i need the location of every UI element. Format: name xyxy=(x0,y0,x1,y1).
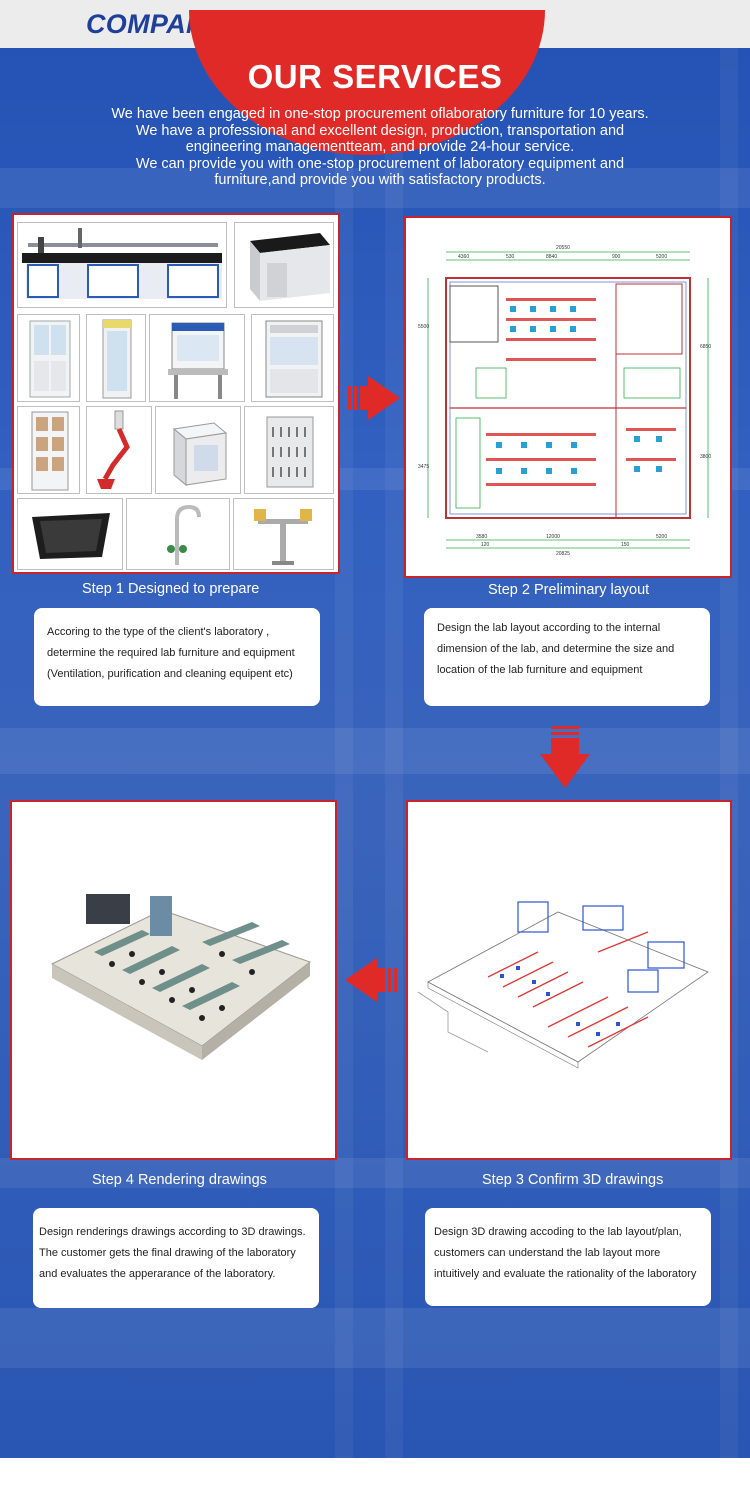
services-intro: We have been engaged in one-stop procure… xyxy=(90,106,670,189)
intro-line: furniture,and provide you with satisfact… xyxy=(214,172,546,188)
svg-text:4360: 4360 xyxy=(458,254,469,260)
lab-sink-image xyxy=(17,498,123,570)
intro-line: engineering managementteam, and provide … xyxy=(185,139,575,155)
step4-label: Step 4 Rendering drawings xyxy=(92,1172,267,1188)
svg-text:20825: 20825 xyxy=(556,551,570,557)
footer-space xyxy=(0,1458,750,1501)
lab-faucet-image xyxy=(126,498,230,570)
step4-rendering-image xyxy=(10,800,337,1160)
intro-line: We can provide you with one-stop procure… xyxy=(135,155,625,172)
services-title: OUR SERVICES xyxy=(247,58,503,95)
arrow-right-icon xyxy=(348,376,400,420)
svg-text:150: 150 xyxy=(621,542,630,548)
step1-description-card: Accoring to the type of the client's lab… xyxy=(34,608,320,706)
extraction-arm-image xyxy=(86,406,152,494)
eyewash-image xyxy=(233,498,334,570)
step3-label: Step 3 Confirm 3D drawings xyxy=(482,1172,664,1188)
step4-text-line: Design renderings drawings according to … xyxy=(39,1226,306,1238)
svg-text:900: 900 xyxy=(612,254,621,260)
lab-bench-image xyxy=(17,222,227,308)
intro-line: We have a professional and excellent des… xyxy=(135,122,625,139)
arrow-left-icon xyxy=(345,958,397,1002)
svg-text:5500: 5500 xyxy=(418,324,429,330)
step2-floor-plan: 20550 4360 530 8840 900 5200 3580 12000 … xyxy=(404,216,732,578)
step1-text-line: Accoring to the type of the client's lab… xyxy=(47,626,270,638)
svg-text:3580: 3580 xyxy=(476,534,487,540)
step1-product-collage xyxy=(12,213,340,574)
storage-cabinet-image xyxy=(17,406,80,494)
step3-text-line: Design 3D drawing accoding to the lab la… xyxy=(434,1226,682,1238)
svg-text:6850: 6850 xyxy=(700,344,711,350)
step1-label: Step 1 Designed to prepare xyxy=(82,581,260,597)
step2-text-line: dimension of the lab, and determine the … xyxy=(437,643,675,655)
step3-description-card: Design 3D drawing accoding to the lab la… xyxy=(425,1208,711,1306)
step2-description-card: Design the lab layout according to the i… xyxy=(424,608,710,706)
svg-text:3800: 3800 xyxy=(700,454,711,460)
intro-line: We have been engaged in one-stop procure… xyxy=(111,106,649,122)
svg-text:8840: 8840 xyxy=(546,254,557,260)
svg-text:5200: 5200 xyxy=(656,254,667,260)
balance-table-image xyxy=(234,222,334,308)
fume-hood-image xyxy=(251,314,334,402)
arrow-down-icon xyxy=(540,726,590,788)
step4-text-line: The customer gets the final drawing of t… xyxy=(39,1247,296,1259)
svg-text:12000: 12000 xyxy=(546,534,560,540)
step3-text-line: customers can understand the lab layout … xyxy=(434,1247,661,1259)
step3-text-line: intuitively and evaluate the rationality… xyxy=(434,1268,697,1280)
reagent-cabinet-image xyxy=(17,314,80,402)
step2-text-line: Design the lab layout according to the i… xyxy=(437,622,661,634)
svg-text:120: 120 xyxy=(481,542,490,548)
step3-3d-drawing xyxy=(406,800,732,1160)
step2-label: Step 2 Preliminary layout xyxy=(488,582,650,598)
biosafety-cabinet-image xyxy=(149,314,245,402)
step4-text-line: and evaluates the apperarance of the lab… xyxy=(39,1268,276,1280)
svg-text:5200: 5200 xyxy=(656,534,667,540)
svg-text:20550: 20550 xyxy=(556,245,570,251)
svg-text:530: 530 xyxy=(506,254,515,260)
step1-text-line: (Ventilation, purification and cleaning … xyxy=(47,668,293,680)
step2-text-line: location of the lab furniture and equipm… xyxy=(437,664,643,676)
svg-text:3475: 3475 xyxy=(418,464,429,470)
step4-description-card: Design renderings drawings according to … xyxy=(33,1208,319,1308)
vessel-cabinet-image xyxy=(86,314,146,402)
pass-box-image xyxy=(155,406,241,494)
drying-rack-image xyxy=(244,406,334,494)
step1-text-line: determine the required lab furniture and… xyxy=(47,647,295,659)
